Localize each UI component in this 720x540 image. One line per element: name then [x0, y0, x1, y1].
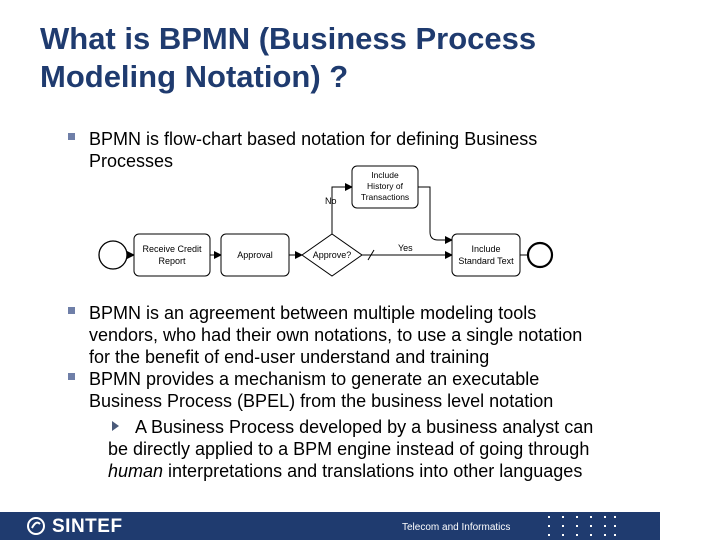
task-receive-line-1: Receive Credit — [142, 244, 202, 254]
bullet-2-line-2: vendors, who had their own notations, to… — [89, 325, 583, 345]
label-no: No — [325, 196, 337, 206]
sub-bullet-marker — [112, 421, 119, 431]
bullet-marker — [68, 373, 75, 380]
gateway-label: Approve? — [313, 250, 352, 260]
bullet-marker — [68, 133, 75, 140]
footer-bar: SINTEF Telecom and Informatics — [0, 512, 720, 540]
bullet-2: BPMN is an agreement between multiple mo… — [68, 302, 668, 368]
bullet-1-line-2: Processes — [89, 151, 174, 171]
sub-bullet-line-2: be directly applied to a BPM engine inst… — [108, 439, 590, 459]
emphasis-human: human — [108, 461, 164, 481]
task-history-line-2: History of — [367, 181, 404, 191]
task-receive-credit-report — [133, 233, 211, 277]
task-history-line-3: Transactions — [361, 192, 409, 202]
task-receive-line-2: Report — [158, 256, 186, 266]
task-history-line-1: Include — [371, 170, 399, 180]
task-standard-line-2: Standard Text — [458, 256, 514, 266]
default-flow-slash — [367, 249, 375, 261]
footer-cap — [640, 512, 660, 540]
footer-dots — [548, 516, 616, 536]
sintef-logo: SINTEF — [52, 516, 123, 537]
title-line-2: Modeling Notation) ? — [40, 59, 349, 94]
bullet-3: BPMN provides a mechanism to generate an… — [68, 368, 668, 412]
task-approval-label: Approval — [237, 250, 273, 260]
bullet-3-line-2: Business Process (BPEL) from the busines… — [89, 391, 554, 411]
bullet-3-line-1: BPMN provides a mechanism to generate an… — [89, 369, 540, 389]
task-standard-line-1: Include — [471, 244, 500, 254]
sub-bullet: A Business Process developed by a busine… — [108, 416, 672, 482]
bullet-2-line-3: for the benefit of end-user understand a… — [89, 347, 490, 367]
bullet-2-line-1: BPMN is an agreement between multiple mo… — [89, 303, 537, 323]
bpmn-diagram: Receive Credit Report Approval Approve? … — [98, 165, 554, 277]
flow-gateway-to-history — [331, 183, 353, 234]
footer-label: Telecom and Informatics — [402, 522, 511, 533]
start-event — [98, 240, 128, 270]
sub-bullet-line-3: human interpretations and translations i… — [108, 460, 672, 482]
bullet-marker — [68, 307, 75, 314]
title-line-1: What is BPMN (Business Process — [40, 21, 537, 56]
sub-bullet-line-3-rest: interpretations and translations into ot… — [163, 461, 583, 481]
end-event — [526, 241, 554, 269]
label-yes: Yes — [398, 243, 413, 253]
bullet-1: BPMN is flow-chart based notation for de… — [68, 128, 668, 172]
flow-history-to-standard — [418, 186, 453, 244]
slide-title: What is BPMN (Business Process Modeling … — [40, 20, 680, 96]
sintef-logo-icon — [27, 517, 45, 535]
task-include-standard — [451, 233, 521, 277]
sub-bullet-line-1: A Business Process developed by a busine… — [135, 417, 594, 437]
bullet-1-line-1: BPMN is flow-chart based notation for de… — [89, 129, 538, 149]
